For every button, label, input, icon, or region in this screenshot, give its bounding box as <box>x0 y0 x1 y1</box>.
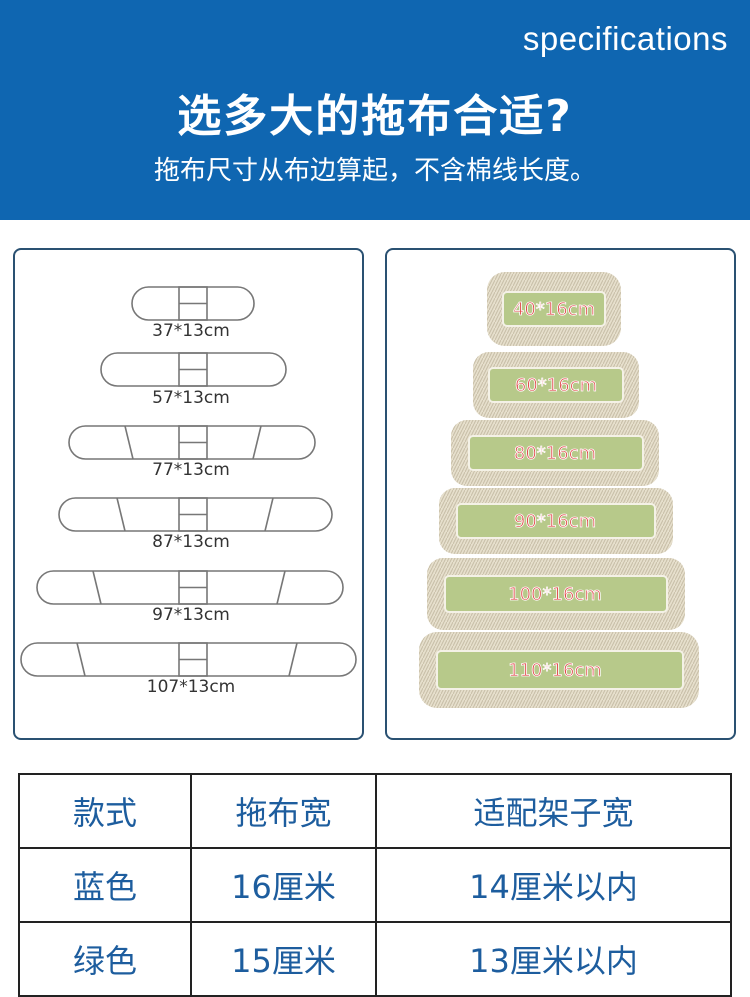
table-cell: 13厘米以内 <box>375 921 732 997</box>
mop-size-label: 100*16cm <box>508 584 602 605</box>
mop-frame-37: 37*13cm <box>131 286 255 341</box>
frame-size-label: 107*13cm <box>147 677 236 697</box>
table-header-row: 款式 拖布宽 适配架子宽 <box>18 773 732 849</box>
frame-size-label: 57*13cm <box>152 388 230 408</box>
table-cell: 绿色 <box>18 921 192 997</box>
table-cell: 16厘米 <box>190 847 377 923</box>
table-cell: 14厘米以内 <box>375 847 732 923</box>
mop-head-100: 100*16cm <box>427 558 685 630</box>
mop-frame-77: 77*13cm <box>68 425 316 480</box>
table-row: 蓝色 16厘米 14厘米以内 <box>18 847 732 923</box>
mop-frame-97: 97*13cm <box>36 570 344 625</box>
table-cell: 15厘米 <box>190 921 377 997</box>
mop-size-label: 110*16cm <box>508 660 602 681</box>
table-cell: 蓝色 <box>18 847 192 923</box>
frame-diagram: 37*13cm 57*13cm 77*13cm 87*13cm <box>20 286 357 697</box>
mop-frame-57: 57*13cm <box>100 352 287 408</box>
mop-head-90: 90*16cm <box>439 488 673 554</box>
table-row: 绿色 15厘米 13厘米以内 <box>18 921 732 997</box>
mop-frame-107: 107*13cm <box>20 642 357 697</box>
spec-table: 款式 拖布宽 适配架子宽 蓝色 16厘米 14厘米以内 绿色 15厘米 13厘米… <box>18 773 732 997</box>
frame-sizes-panel: 37*13cm 57*13cm 77*13cm 87*13cm <box>13 248 364 740</box>
frame-size-label: 37*13cm <box>152 321 230 341</box>
mop-heads-panel: 40*16cm 60*16cm 80*16cm 90*16cm 100*16cm <box>385 248 736 740</box>
page-subtitle: 拖布尺寸从布边算起，不含棉线长度。 <box>153 156 596 186</box>
mop-size-label: 60*16cm <box>515 375 597 396</box>
page-title: 选多大的拖布合适? <box>177 91 573 142</box>
table-header-cell: 适配架子宽 <box>375 773 732 849</box>
frame-size-label: 97*13cm <box>152 605 230 625</box>
frame-size-label: 77*13cm <box>152 460 230 480</box>
mop-size-label: 40*16cm <box>513 299 595 320</box>
mop-head-80: 80*16cm <box>451 420 659 486</box>
english-heading: specifications <box>522 20 728 57</box>
frame-size-label: 87*13cm <box>152 532 230 552</box>
mop-head-60: 60*16cm <box>473 352 639 418</box>
table-header-cell: 拖布宽 <box>190 773 377 849</box>
header-banner: specifications 选多大的拖布合适? 拖布尺寸从布边算起，不含棉线长… <box>0 0 750 220</box>
table-header-cell: 款式 <box>18 773 192 849</box>
mop-head-40: 40*16cm <box>487 272 621 346</box>
mop-frame-87: 87*13cm <box>58 497 333 552</box>
mop-heads-image: 40*16cm 60*16cm 80*16cm 90*16cm 100*16cm <box>419 272 699 708</box>
mop-head-110: 110*16cm <box>419 632 699 708</box>
mop-size-label: 90*16cm <box>514 511 596 532</box>
mop-size-label: 80*16cm <box>514 443 596 464</box>
